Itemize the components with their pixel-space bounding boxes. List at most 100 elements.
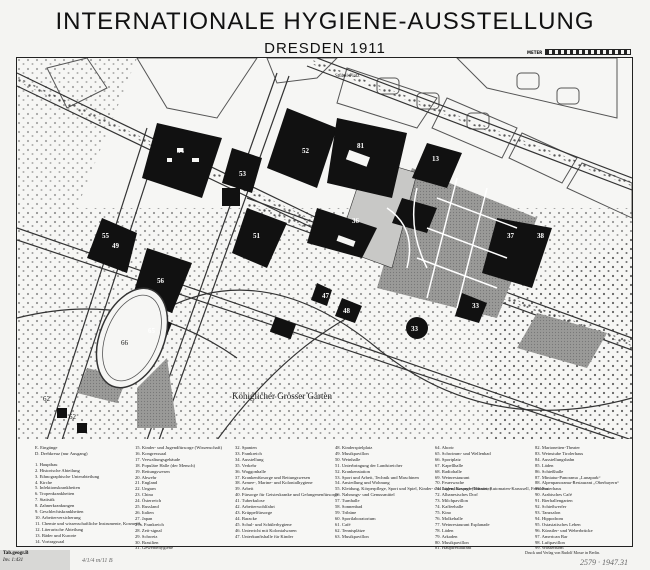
- legend-item: 83. Weinstube Tirolerhaus: [535, 450, 584, 456]
- svg-text:52: 52: [302, 147, 310, 155]
- legend-item: 50. Weinhalle: [335, 456, 361, 462]
- legend-item: 45. Schul- und Schülerhygiene: [235, 521, 292, 527]
- svg-text:62: 62: [43, 395, 51, 403]
- legend-item: 20. Abwehr: [135, 474, 157, 480]
- svg-text:81: 81: [357, 142, 365, 150]
- svg-text:56: 56: [157, 277, 165, 285]
- legend-column-6: 82. Marionetten-Theater 83. Weinstube Ti…: [535, 445, 619, 551]
- legend-item: 13. Bäder und Kurorte: [35, 532, 77, 538]
- map-area: 54 53 49 56 55 65 66 62 62 52 81 13 36 3…: [16, 57, 633, 441]
- legend-item: 40. Fürsorge für Geisteskranke und Gefan…: [235, 492, 339, 498]
- catalog-note: 2579 · 1947.31: [580, 558, 628, 567]
- legend-item: 91. Bierhallengarten: [535, 498, 573, 504]
- legend-item: 53. Sport und Arbeit, Technik und Maschi…: [335, 474, 419, 480]
- legend-item: 99. Wasserturm: [535, 545, 564, 551]
- shelfmark-line-2: Inv. 1:431: [3, 558, 24, 563]
- map-subtitle: DRESDEN 1911: [264, 40, 386, 57]
- legend-item: 75. Kino: [435, 509, 452, 515]
- legend-item: 21. England: [135, 480, 158, 486]
- legend-item: 15. Kinder- und Jugendfürsorge (Wissensc…: [135, 445, 223, 450]
- legend-item: 36. Waggonhalle: [235, 468, 266, 474]
- legend-item: 95. Ostasiatisches Leben: [535, 521, 581, 527]
- legend-item: 84. Ausstellungsbahn: [535, 456, 575, 462]
- legend-item: 62. Tennisplätze: [335, 527, 365, 533]
- legend-item: 42. Arbeiterwohlfahrt: [235, 504, 275, 510]
- legend-item: 14. Vortragssaal: [35, 538, 65, 544]
- legend-item: 76. Molkehalle: [435, 515, 463, 521]
- legend-item: 32. Spanien: [235, 445, 257, 450]
- legend-item: 8. Zahnerkrankungen: [35, 503, 75, 509]
- legend-item: 79. Arkaden: [435, 533, 458, 539]
- legend-item: 65. Schwimm- und Wellenbad: [435, 450, 491, 456]
- legend-item: 63. Musikpavillon: [335, 533, 369, 539]
- legend-item: 73. Milchpavillon: [435, 498, 468, 504]
- legend-item: 60. Sportlaboratorium: [335, 515, 376, 521]
- scale-label: METER: [527, 49, 543, 55]
- legend-item: 88. Alpenpanorama-Restaurant „Oberbayern…: [535, 480, 620, 486]
- square-label: Stübel-Platz: [335, 74, 360, 79]
- legend-item: 49. Musikpavillon: [335, 450, 369, 456]
- legend-item: 30. Brasilien: [135, 539, 159, 545]
- legend-item: 87. Miniatur-Panorama „Lunapark“: [535, 474, 601, 480]
- legend-item: 9. Geschlechtskrankheiten: [35, 509, 84, 515]
- legend-item: 37. Krankenfürsorge und Rettungswesen: [235, 474, 310, 480]
- legend-item: 44. Baracke: [235, 515, 257, 521]
- legend-item: 6. Tropenkrankheiten: [35, 491, 75, 497]
- legend-item: 92. Schießwerfer: [535, 504, 567, 510]
- svg-text:53: 53: [239, 170, 247, 178]
- legend-item: 80. Musikpavillon: [435, 539, 469, 545]
- legend-column-4: 48. Kinderspielplatz 49. Musikpavillon 5…: [335, 445, 491, 540]
- legend-item: 12. Literarische Abteilung: [35, 526, 84, 532]
- legend-item: 11. Chemie und wissenschaftliche Instrum…: [35, 520, 141, 526]
- svg-text:55: 55: [102, 232, 110, 240]
- legend-column-5: 64. Abortr 65. Schwimm- und Wellenbad 66…: [435, 445, 548, 551]
- legend-item: 46. Unterricht mit Kolonialwaren: [235, 527, 297, 533]
- svg-text:33: 33: [411, 325, 419, 333]
- svg-text:65: 65: [148, 327, 156, 335]
- legend-item: 94. Hippodrom: [535, 515, 564, 521]
- legend-item: 74. Kaffeehalle: [435, 504, 464, 510]
- legend-item: 39. Arbeit: [235, 486, 254, 492]
- scale-bar: METER: [527, 49, 632, 55]
- legend-item: 7. Statistik: [35, 497, 55, 503]
- legend-item: 77. Weinrestaurant Esplanade: [435, 521, 490, 527]
- legend-item: 89. Praterhaus: [535, 486, 562, 492]
- legend-item: 18. Populäre Halle (der Mensch): [135, 462, 196, 468]
- map-drawing: 54 53 49 56 55 65 66 62 62 52 81 13 36 3…: [17, 58, 632, 440]
- svg-text:37: 37: [507, 232, 515, 240]
- legend-item: 35. Verkehr: [235, 462, 257, 468]
- legend-item: 33. Frankreich: [235, 450, 262, 456]
- svg-text:33: 33: [472, 302, 480, 310]
- legend-item: 68. Radiohalle: [435, 468, 462, 474]
- legend-item: 69. Weinrestaurant: [435, 474, 470, 480]
- legend-item: 59. Tribüne: [335, 509, 357, 515]
- legend-item: 19. Rettungswesen: [135, 468, 170, 474]
- legend-item: 17. Verwaltungsgebäude: [135, 456, 181, 462]
- pencil-note: 4/1/4 m/11 B: [82, 558, 113, 564]
- legend-item: 23. China: [135, 492, 153, 498]
- legend-item: 34. Ausstellung: [235, 456, 264, 462]
- svg-text:48: 48: [343, 307, 351, 315]
- legend-item: 31. Gewerbehygiene: [135, 545, 174, 551]
- legend-item: 70. Feuerwache: [435, 480, 465, 486]
- legend-item: 56. Nahrungs- und Genussmittel: [335, 492, 395, 498]
- legend-item: 2. Historische Abteilung: [35, 467, 80, 473]
- legend-item: 55. Kleidung, Körperpflege, Sport und Sp…: [335, 486, 492, 492]
- building-number: 54: [177, 147, 185, 155]
- legend-column-1: E. Eingänge D. Drehkreuz (nur Ausgang) 1…: [35, 445, 141, 545]
- legend-item: 4. Kirche: [35, 479, 53, 485]
- legend-item: 78. Läden: [435, 527, 454, 533]
- legend-item: 27. Japan: [135, 515, 153, 521]
- legend-item: 28. Zeit-signal: [135, 527, 162, 533]
- legend-item: 26. Italien: [135, 509, 154, 515]
- legend-item: 22. Ungarn: [135, 486, 156, 492]
- legend-item: 97. American Bar: [535, 533, 568, 539]
- legend-item: 85. Läden: [535, 462, 554, 468]
- legend-item: E. Eingänge: [35, 445, 58, 450]
- park-label: Königlicher Grosser Garten: [232, 391, 332, 401]
- shelfmark-line-1: Tab.geogr.B: [3, 551, 29, 556]
- legend-item: 61. Café: [335, 521, 351, 527]
- legend-item: 96. Künstler- und Weberbrücke: [535, 527, 593, 533]
- legend-item: 38. Armee-, Marine- und Kolonialhygiene: [235, 480, 313, 486]
- legend-item: 54. Ansiedlung und Wohnung: [335, 480, 390, 486]
